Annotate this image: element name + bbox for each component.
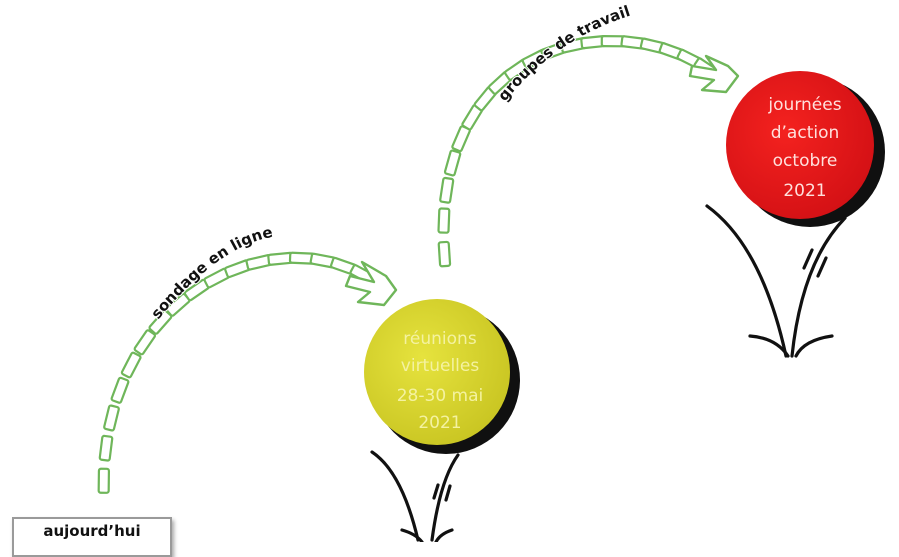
arrow-dash-segment <box>120 351 142 379</box>
label-sondage-text: sondage en ligne <box>146 222 275 323</box>
arrow-dash-segment <box>98 434 114 462</box>
arrow-dash-segment <box>443 149 462 177</box>
yellow-disc <box>364 299 510 445</box>
arrow-dash-segment <box>110 376 130 404</box>
arrow-dash-segment <box>437 240 452 268</box>
arrow-dash-segment <box>97 467 111 494</box>
start-label: aujourd’hui <box>43 522 141 540</box>
label-sondage-en-ligne: sondage en ligne <box>147 223 274 322</box>
disc-line: virtuelles <box>401 356 480 376</box>
disc-line: octobre <box>773 151 838 171</box>
milestone-journees-action: journées d’action octobre 2021 <box>726 71 885 227</box>
arrow-head-sondage <box>344 260 398 307</box>
arrow-dash-segment <box>439 176 455 204</box>
disc-line: journées <box>767 95 841 115</box>
disc-line: d’action <box>771 123 840 143</box>
arrow-sondage <box>97 251 377 494</box>
disc-line: 2021 <box>783 181 826 201</box>
red-disc <box>726 71 874 219</box>
disc-line: réunions <box>403 329 477 349</box>
arrow-head-groupes <box>688 54 740 94</box>
motion-lines-red <box>705 204 847 358</box>
arrow-dash-segment <box>437 207 451 234</box>
disc-line: 2021 <box>418 413 461 433</box>
timeline-diagram: sondage en ligne groupes de travail réun… <box>97 1 885 542</box>
milestone-reunions-virtuelles: réunions virtuelles 28-30 mai 2021 <box>364 299 520 454</box>
arrow-dash-segment <box>103 404 120 432</box>
arrow-groupes <box>437 34 720 268</box>
disc-line: 28-30 mai <box>397 386 484 406</box>
motion-lines-yellow <box>370 450 460 542</box>
arrow-dash-segment <box>133 329 157 356</box>
start-box-aujourdhui: aujourd’hui <box>12 517 172 557</box>
